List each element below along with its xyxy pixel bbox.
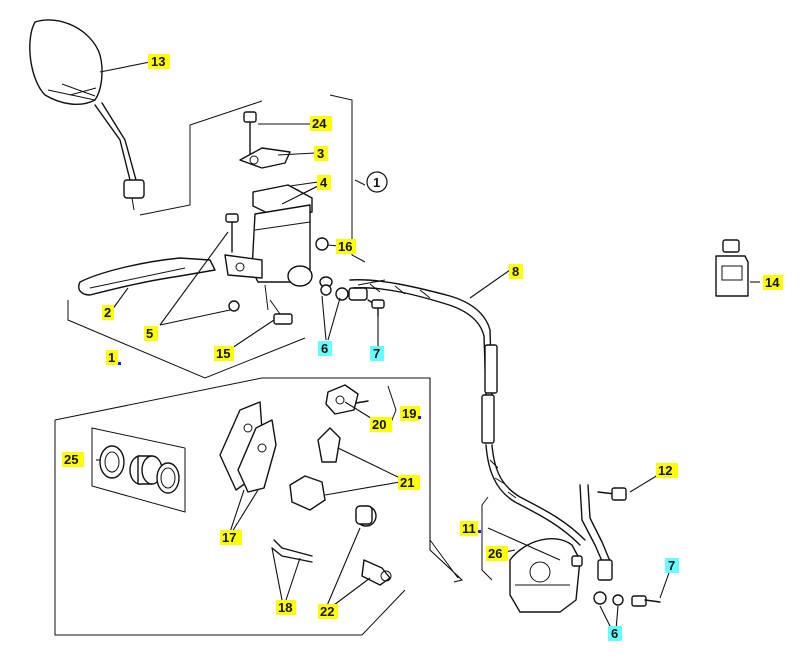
label-22: 22 bbox=[320, 604, 334, 619]
circled-group-number: 1 bbox=[366, 171, 388, 193]
label-19: 19 bbox=[402, 406, 416, 421]
label-21: 21 bbox=[400, 475, 414, 490]
seal-kit bbox=[91, 427, 186, 513]
leader-lines bbox=[96, 61, 760, 631]
slide-pins bbox=[355, 505, 392, 586]
label-24: 24 bbox=[312, 116, 327, 131]
label-5: 5 bbox=[146, 326, 153, 341]
label-highlights bbox=[62, 54, 783, 641]
blue-markers bbox=[118, 362, 481, 533]
label-6-bottom: 6 bbox=[611, 626, 618, 641]
brake-hose bbox=[349, 279, 613, 581]
banjo-fitting-top bbox=[320, 279, 386, 317]
label-18: 18 bbox=[278, 600, 292, 615]
pad-springs bbox=[289, 427, 341, 511]
label-6-top: 6 bbox=[321, 341, 328, 356]
label-7-bottom: 7 bbox=[668, 558, 675, 573]
caliper bbox=[509, 537, 661, 613]
bolt-12 bbox=[597, 487, 627, 501]
label-4: 4 bbox=[320, 175, 328, 190]
brake-pads bbox=[219, 401, 277, 493]
part-labels: 13 24 3 4 16 2 5 15 1 6 7 8 14 12 19 20 … bbox=[64, 54, 780, 641]
brake-fluid-bottle bbox=[715, 239, 749, 297]
label-12: 12 bbox=[658, 463, 672, 478]
label-25: 25 bbox=[64, 452, 78, 467]
master-cylinder bbox=[224, 111, 333, 325]
label-13: 13 bbox=[151, 54, 165, 69]
label-16: 16 bbox=[338, 239, 352, 254]
label-20: 20 bbox=[372, 417, 386, 432]
brake-lever bbox=[78, 257, 216, 296]
label-7-top: 7 bbox=[373, 346, 380, 361]
label-15: 15 bbox=[216, 346, 230, 361]
label-8: 8 bbox=[512, 264, 519, 279]
mirror bbox=[29, 19, 145, 211]
label-11: 11 bbox=[462, 521, 476, 536]
caliper-pin bbox=[271, 539, 313, 563]
pad-pin-clip bbox=[325, 384, 369, 415]
label-3: 3 bbox=[317, 146, 324, 161]
circled-number-label: 1 bbox=[373, 175, 380, 190]
label-26: 26 bbox=[488, 546, 502, 561]
label-2: 2 bbox=[104, 305, 111, 320]
label-14: 14 bbox=[765, 275, 780, 290]
label-1: 1 bbox=[108, 350, 115, 365]
label-17: 17 bbox=[222, 530, 236, 545]
